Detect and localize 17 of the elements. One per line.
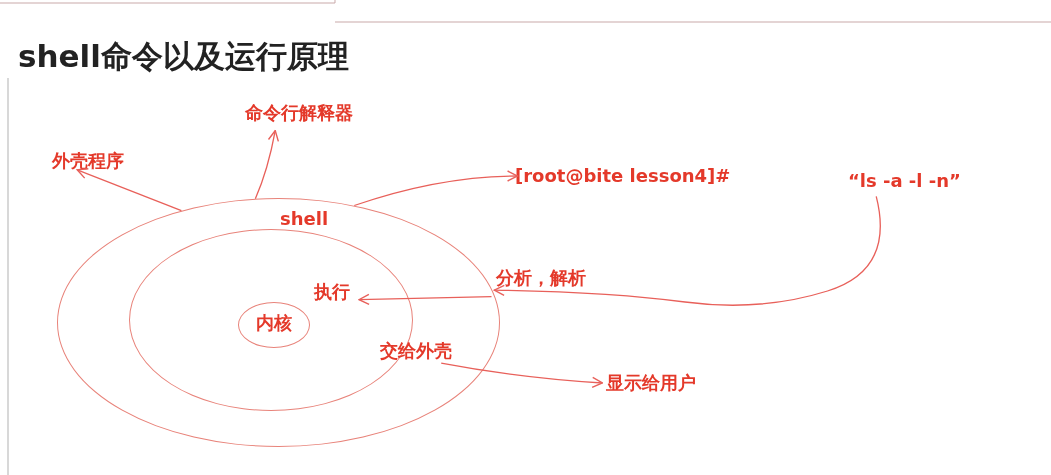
arrow: [358, 293, 493, 306]
arrow: [493, 195, 881, 306]
title: shell命令以及运行原理: [18, 37, 349, 76]
arrow: [353, 170, 519, 207]
text-label: 显示给用户: [606, 372, 696, 394]
text-label: 执行: [314, 281, 350, 303]
ellipse-label: 内核: [256, 311, 292, 334]
text-label: 分析，解析: [496, 267, 586, 289]
arrow: [254, 129, 279, 200]
text-label: 命令行解释器: [245, 102, 353, 124]
arrow: [76, 168, 183, 212]
arrow: [440, 362, 604, 389]
text-label: 交给外壳: [380, 340, 452, 362]
text-label: 外壳程序: [52, 150, 124, 172]
text-label: shell: [280, 208, 329, 230]
text-label: “ls -a -l -n”: [848, 170, 961, 192]
text-label: [root@bite lesson4]#: [515, 165, 731, 187]
